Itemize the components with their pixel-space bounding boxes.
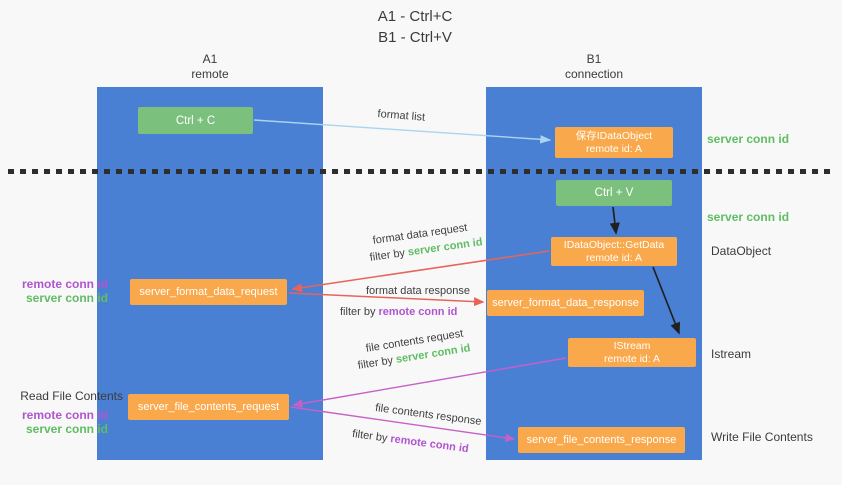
dataobject-annotation: DataObject [711,244,772,258]
filter-by-text: filter by [340,306,379,318]
getdata-line2: remote id: A [585,251,643,264]
filter-by-text: filter by [357,353,397,372]
title-line-2: B1 - Ctrl+V [378,29,452,46]
read-file-contents-annotation: Read File Contents [20,389,123,403]
remote-conn-id-text: remote conn id [21,408,108,422]
server-file-contents-request-node[interactable]: server_file_contents_request [128,394,289,420]
istream-annotation: Istream [711,347,752,361]
idataobject-getdata-node[interactable]: IDataObject::GetData remote id: A [551,237,677,266]
lifeline-b1-name: B1 [586,52,602,66]
lifeline-b1-role: connection [564,67,624,81]
remote-conn-id-text: remote conn id [21,277,108,291]
server-conn-id-annotation-1: server conn id [707,132,790,146]
section-divider-dotted-line [8,169,836,174]
file-request-label: server_file_contents_request [137,401,280,413]
left-conn-id-annotation-group-2: remote conn id server conn id [8,408,108,436]
lifeline-a1-role: remote [191,67,229,81]
istream-line1: IStream [613,339,651,352]
server-format-data-request-node[interactable]: server_format_data_request [130,279,287,305]
ctrl-c-node[interactable]: Ctrl + C [138,107,253,134]
ctrl-v-label: Ctrl + V [594,187,634,199]
file-response-label: server_file_contents_response [526,434,677,446]
server-format-data-response-node[interactable]: server_format_data_response [487,290,644,316]
filter-by-text: filter by [369,246,409,264]
server-conn-id-text: server conn id [25,422,108,436]
format-request-label: server_format_data_request [139,286,278,298]
lifeline-a1-name: A1 [202,52,218,66]
save-idataobject-line2: remote id: A [585,142,643,155]
save-idataobject-line1: 保存IDataObject [575,129,653,142]
format-data-response-edge-label: format data response [366,285,470,297]
write-file-contents-annotation: Write File Contents [711,430,813,444]
lifeline-b1-header: B1 connection [486,52,702,82]
getdata-line1: IDataObject::GetData [563,238,665,251]
format-list-edge-label: format list [377,108,426,124]
diagram-title: A1 - Ctrl+C B1 - Ctrl+V [320,6,510,48]
save-idataobject-node[interactable]: 保存IDataObject remote id: A [555,127,673,158]
remote-conn-id-text: remote conn id [378,306,458,318]
remote-conn-id-text: remote conn id [389,433,470,456]
server-conn-id-text: server conn id [25,291,108,305]
ctrl-c-label: Ctrl + C [175,114,216,127]
filter-by-text: filter by [351,428,392,445]
file-contents-response-filter-label: filter by remote conn id [351,428,469,455]
istream-line2: remote id: A [603,352,661,365]
lifeline-a1-header: A1 remote [97,52,323,82]
file-contents-response-edge-label: file contents response [374,402,483,428]
server-conn-id-annotation-2: server conn id [707,210,790,224]
format-data-response-filter-label: filter by remote conn id [340,306,457,318]
title-line-1: A1 - Ctrl+C [377,8,453,25]
ctrl-v-node[interactable]: Ctrl + V [556,180,672,206]
format-response-label: server_format_data_response [492,297,639,309]
left-conn-id-annotation-group-1: remote conn id server conn id [8,277,108,305]
istream-node[interactable]: IStream remote id: A [568,338,696,367]
server-file-contents-response-node[interactable]: server_file_contents_response [518,427,685,453]
